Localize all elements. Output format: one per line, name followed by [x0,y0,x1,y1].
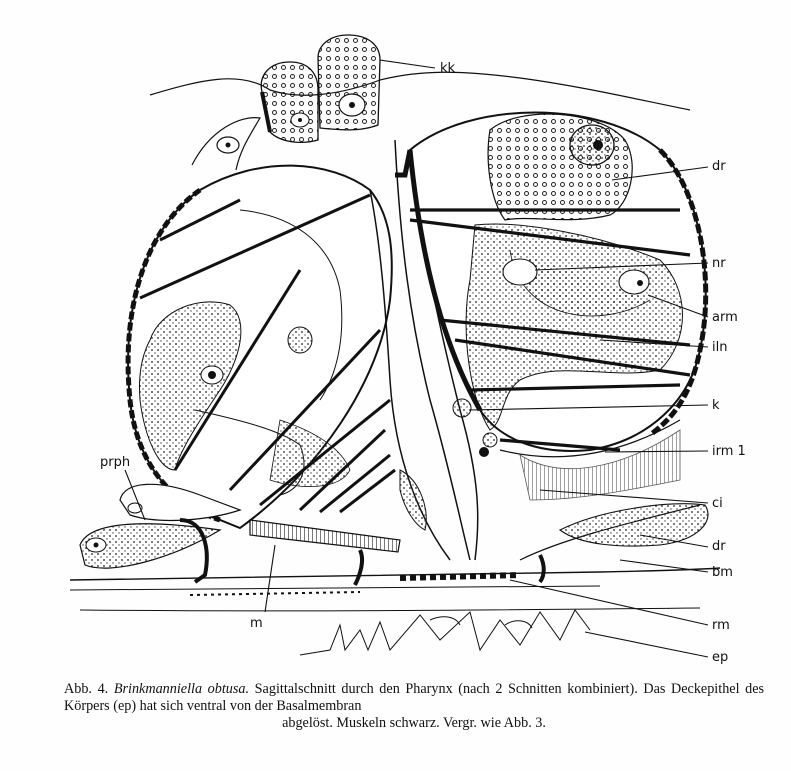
lower-right-cells [519,503,709,584]
caption-prefix: Abb. 4. [64,681,109,697]
label-ci: ci [712,496,723,511]
label-irm1: irm 1 [712,444,746,459]
label-prph: prph [100,455,130,470]
prph-cells [79,483,365,586]
pharynx-section-drawing: kk dr nr arm iln k irm 1 ci dr bm rm ep … [69,34,746,665]
upper-epidermis [149,71,691,171]
caption-line3: abgelöst. Muskeln schwarz. Vergr. wie Ab… [282,715,546,731]
label-dr-bottom: dr [712,539,726,554]
right-pharynx-bulb [407,111,709,458]
caption-line1: Sagittalschnitt durch den Pharynx (nach … [254,681,562,697]
leader-lines [124,59,709,658]
label-arm: arm [712,310,738,325]
ciliated-region [249,429,681,553]
label-kk: kk [440,61,456,76]
label-k: k [712,398,720,413]
kk-gland-cells [260,34,381,143]
label-m: m [250,616,263,631]
body-epithelium-ep [79,607,701,656]
caption-species: Brinkmanniella obtusa. [113,681,250,697]
label-dr-top: dr [712,159,726,174]
figure-labels: kk dr nr arm iln k irm 1 ci dr bm rm ep … [100,61,746,665]
caption-line2: kombiniert). Das Deckepithel des Körpers… [64,681,765,714]
label-rm: rm [712,618,730,633]
label-iln: iln [712,340,727,355]
left-pharynx-bulb [125,164,396,530]
figure-caption: Abb. 4. Brinkmanniella obtusa. Sagittals… [64,681,764,732]
small-cell [216,136,240,154]
label-ep: ep [712,650,728,665]
label-nr: nr [712,256,726,271]
label-bm: bm [712,565,733,580]
basement-membrane [69,567,721,596]
